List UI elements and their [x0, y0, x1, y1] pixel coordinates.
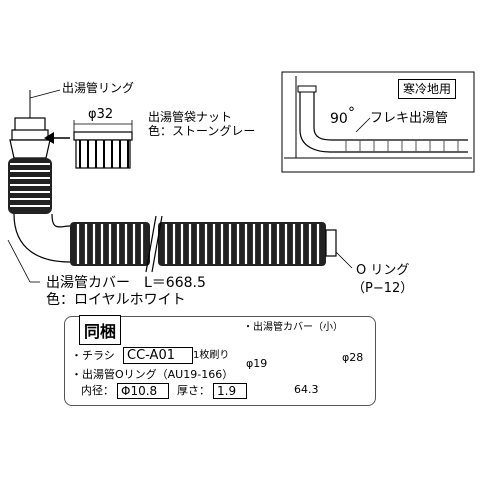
cover-label-line2: 色：ロイヤルホワイト — [46, 292, 186, 308]
thickness-value: 1.9 — [213, 383, 247, 399]
nut-label-line1: 出湯管袋ナット — [148, 110, 233, 124]
length-label: 64.3 — [292, 383, 321, 396]
o-ring-label: O リング — [356, 263, 410, 278]
o-ring-size-label: （P−12） — [352, 281, 414, 296]
phi32-label: φ32 — [88, 107, 114, 122]
flexi-label: フレキ出湯管 — [370, 111, 449, 126]
inner-diameter-label: 内径： — [81, 384, 114, 397]
flyer-code-box: CC-A01 — [123, 347, 193, 364]
hose-cover-horizontal — [70, 215, 326, 273]
angle-label: 90 — [330, 111, 348, 127]
bundle-title: 同梱 — [79, 315, 122, 345]
thickness-label: 厚さ： — [177, 384, 210, 397]
o-ring-part — [325, 229, 337, 257]
degree-mark: ° — [348, 105, 355, 121]
cover-label-line1: 出湯管カバー L＝668.5 — [46, 275, 206, 291]
hose-ring-part — [9, 90, 51, 159]
phi19-label: φ19 — [246, 357, 268, 370]
flyer-suffix: 1枚刷り — [193, 350, 230, 361]
hose-nut-part — [73, 120, 133, 169]
hose-cover-vertical — [8, 158, 52, 214]
inner-diameter-value: Φ10.8 — [117, 383, 169, 399]
phi28-label: φ28 — [342, 351, 364, 364]
bundle-box: 同梱 ・チラシ CC-A01 1枚刷り ・出湯管Oリング（AU19-166） 内… — [64, 315, 376, 406]
nut-label-line2: 色：ストーングレー — [148, 124, 256, 138]
assembly-arrow — [44, 132, 70, 144]
small-cover-title: ・出湯管カバー（小） — [243, 322, 343, 333]
cold-region-badge: 寒冷地用 — [398, 79, 457, 99]
flyer-bullet: ・チラシ — [71, 349, 115, 362]
o-ring-bullet: ・出湯管Oリング（AU19-166） — [71, 368, 234, 381]
hose-ring-label: 出湯管リング — [62, 81, 135, 95]
